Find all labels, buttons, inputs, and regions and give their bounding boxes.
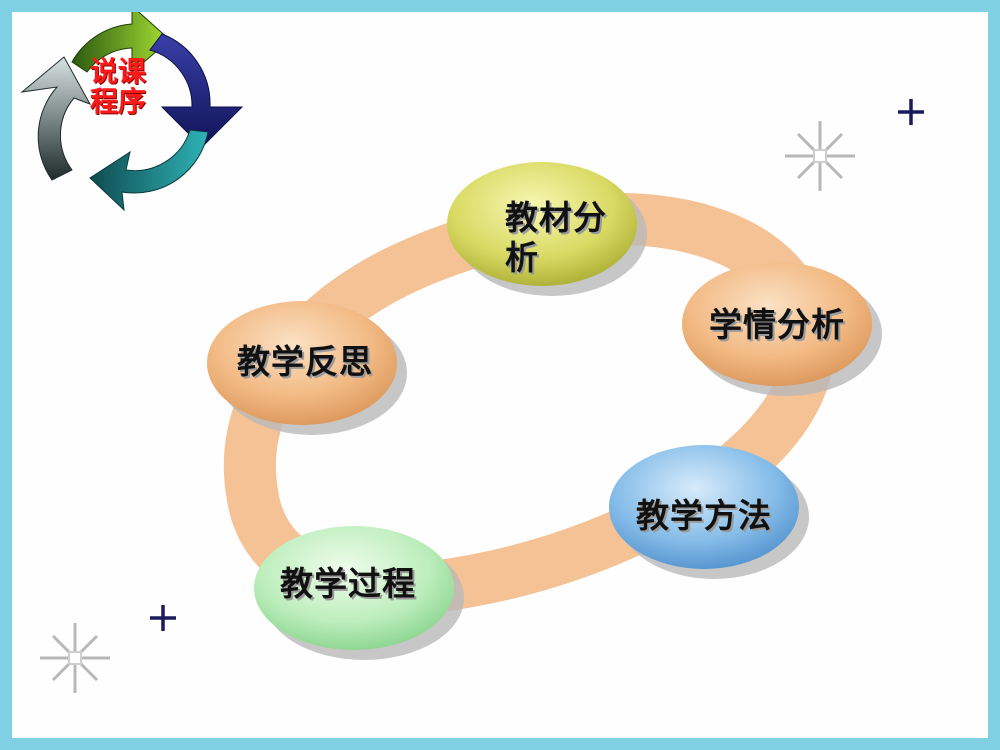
logo-label: 说课程序 [89,55,146,118]
node-ellipse-teaching-reflection [207,301,397,425]
node-label-textbook-analysis: 教材分析 [505,198,607,277]
node-ellipse-teaching-process [254,526,454,650]
node-ellipse-student-analysis [682,262,872,386]
small-star-icon [898,99,924,125]
node-label-teaching-reflection: 教学反思 [237,342,373,381]
sparkle-icon [40,623,110,693]
slide: 说课程序 教材分析 学情分析 教学方法 教学过程 教学反思 [12,12,988,738]
node-ellipse-textbook-analysis [447,162,637,286]
node-ellipse-teaching-methods [609,445,799,569]
arrow-segment-navy [149,33,244,148]
arrow-segment-teal [89,129,209,212]
sparkle-icon [785,121,855,191]
node-label-student-analysis: 学情分析 [709,305,845,344]
arrow-segment-green [71,12,171,74]
cycle-arrows-logo [20,12,244,212]
diagram-canvas [20,12,924,693]
node-label-teaching-process: 教学过程 [280,564,416,603]
node-label-teaching-methods: 教学方法 [636,496,772,535]
small-star-icon [150,605,176,631]
arrow-segment-gray [20,56,92,181]
